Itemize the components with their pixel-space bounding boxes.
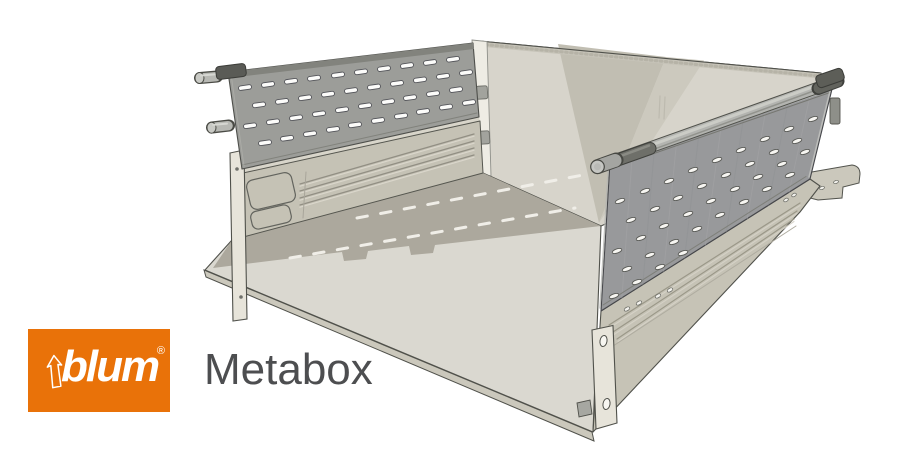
registered-trademark: ® [156,345,165,357]
left-side-grooves [299,133,475,208]
gallery-rail [590,67,845,175]
runner-rear-bracket [805,164,861,201]
right-front-bracket [591,324,618,430]
runner-holes [623,192,797,312]
right-panel-holes [608,115,819,300]
drawer-bottom [203,172,602,442]
left-rail-pegs [194,70,235,134]
left-rail-front-cap [215,63,247,80]
left-panel-slots [238,55,476,147]
back-panel-shadow [558,44,666,223]
floor-perforation-row [288,206,577,260]
product-name: Metabox [204,345,373,394]
right-side-grooves [606,202,801,351]
left-side-latch-detail [246,171,307,230]
floor-perforation-row [355,173,585,220]
blum-arrow-icon [43,354,64,389]
blum-logo-text: blum [61,342,160,391]
left-front-bracket [229,149,248,322]
floor-shadow [213,173,601,268]
blum-logo: blum ® [28,329,170,412]
bottom-front-edge [203,269,595,442]
gallery-rail-rear-cap [815,67,845,89]
drawer-left-side [194,42,484,322]
drawer-right-side [576,67,861,433]
